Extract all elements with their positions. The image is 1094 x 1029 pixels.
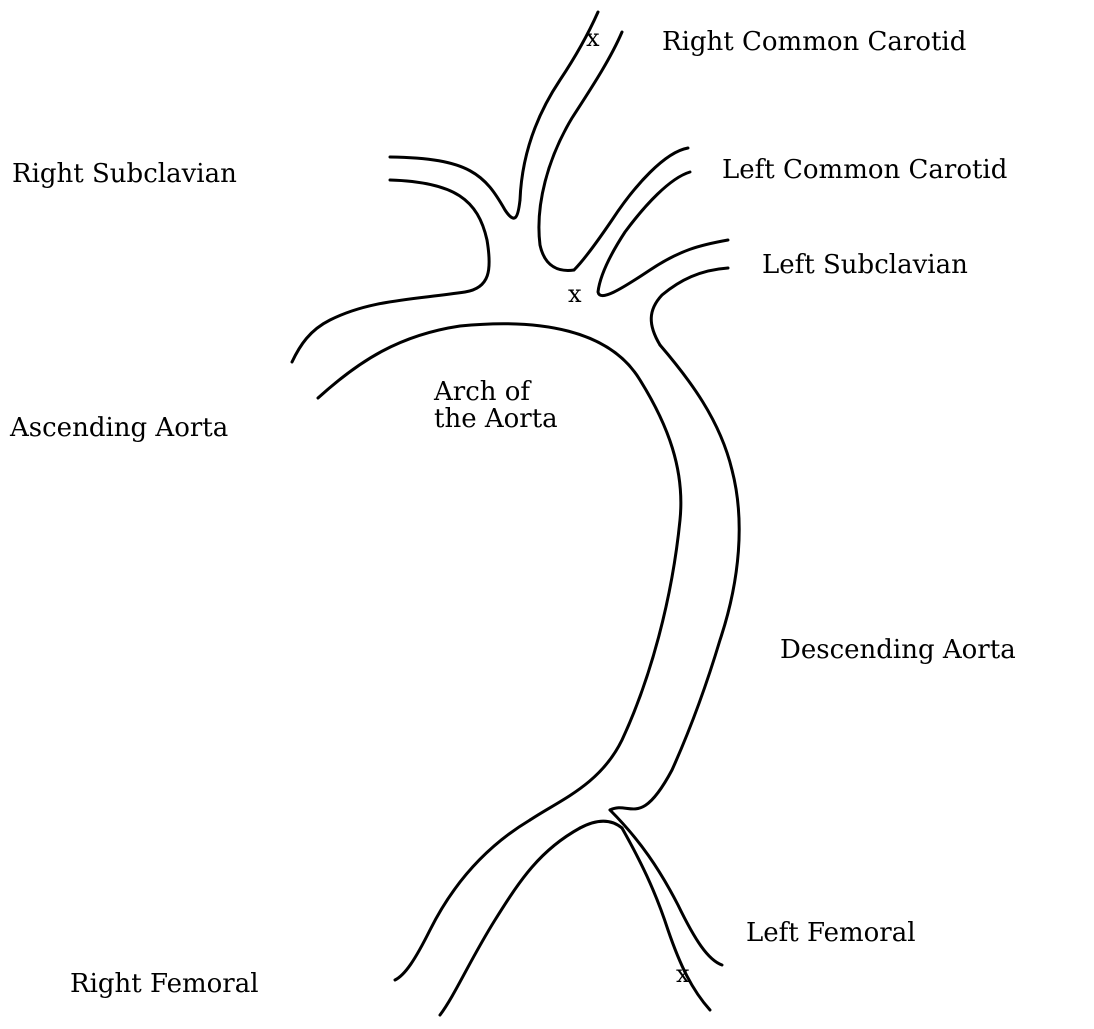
bifurcation-crotch (580, 821, 622, 828)
left-common-carotid-inner-wall (598, 172, 728, 296)
right-femoral-outer-wall (395, 820, 530, 980)
left-femoral-inner-wall (622, 828, 710, 1010)
marker-right-common-carotid: x (586, 24, 600, 52)
right-subclavian-upper-wall (390, 157, 520, 218)
label-descending-aorta: Descending Aorta (780, 635, 1016, 665)
label-left-common-carotid: Left Common Carotid (722, 155, 1007, 185)
label-arch-line2: the Aorta (434, 404, 558, 434)
left-subclavian-lower-wall (651, 268, 728, 345)
marker-left-subclavian-origin: x (568, 280, 582, 308)
left-common-carotid-outer-wall (574, 148, 688, 270)
left-femoral-outer-wall (610, 810, 722, 965)
right-femoral-inner-wall (440, 828, 580, 1015)
right-subclavian-lower-wall (292, 180, 489, 362)
label-ascending-aorta: Ascending Aorta (9, 413, 228, 443)
descending-aorta-outer-wall (610, 345, 739, 810)
label-left-subclavian: Left Subclavian (762, 250, 968, 280)
label-left-femoral: Left Femoral (746, 918, 916, 948)
label-right-femoral: Right Femoral (70, 969, 259, 999)
label-right-subclavian: Right Subclavian (12, 159, 237, 189)
marker-left-femoral: x (676, 960, 690, 988)
right-common-carotid-right-wall (539, 32, 622, 270)
label-arch-line1: Arch of (433, 377, 532, 407)
label-right-common-carotid: Right Common Carotid (662, 27, 966, 57)
